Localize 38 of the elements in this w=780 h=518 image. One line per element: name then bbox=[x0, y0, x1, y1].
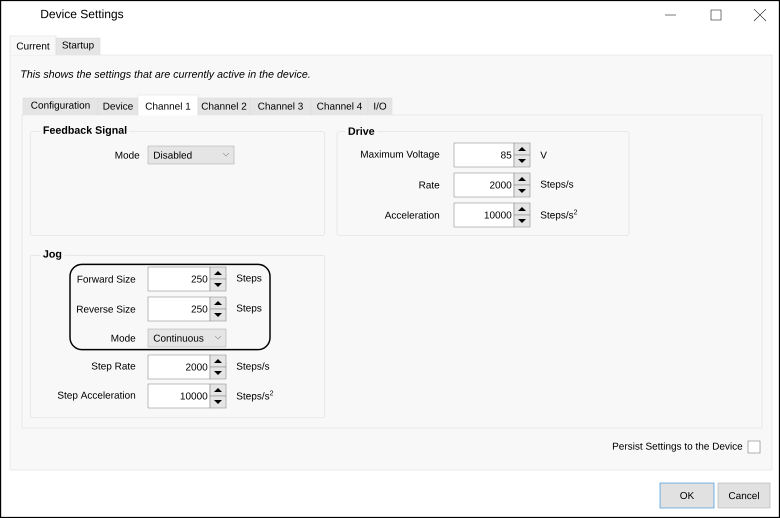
cancel-button: Cancel bbox=[718, 482, 770, 508]
field-label: Mode bbox=[112, 334, 136, 342]
field-label: Step Rate bbox=[92, 362, 136, 372]
field-label: Reverse Size bbox=[77, 305, 136, 313]
ok-button: OK bbox=[660, 482, 714, 508]
tab: Channel 2 bbox=[198, 98, 250, 116]
spin-box: 10000 bbox=[148, 384, 226, 408]
spin-box: 10000 bbox=[454, 202, 530, 228]
window-title: Device Settings bbox=[41, 9, 124, 21]
dropdown: Disabled bbox=[148, 146, 234, 164]
tab: Channel 1 bbox=[138, 94, 198, 116]
dropdown: Continuous bbox=[148, 328, 226, 348]
field-label: Forward Size bbox=[78, 275, 136, 283]
field-label: Rate bbox=[419, 182, 440, 188]
tab: Device bbox=[98, 98, 138, 116]
field-label: Acceleration bbox=[384, 211, 440, 219]
unit-label: V bbox=[540, 152, 547, 158]
unit-label: Steps/s$^{2}$ bbox=[540, 210, 578, 220]
field-label: Step Acceleration bbox=[58, 391, 136, 401]
tab: Configuration bbox=[22, 98, 98, 116]
unit-label: Steps/s$^{2}$ bbox=[236, 390, 274, 402]
tab: Current bbox=[10, 36, 56, 56]
unit-label: Steps bbox=[236, 304, 262, 314]
unit-label: Steps/s bbox=[236, 362, 270, 372]
spin-box: 85 bbox=[454, 142, 530, 168]
spin-box: 250 bbox=[148, 266, 226, 292]
unit-label: Steps/s bbox=[540, 180, 574, 190]
field-label: Maximum Voltage bbox=[361, 150, 440, 160]
tab: Startup bbox=[56, 38, 100, 56]
spin-box: 2000 bbox=[454, 172, 530, 198]
setting-label: Persist Settings to the Device bbox=[612, 442, 742, 452]
description: This shows the settings that are currently active in the device. bbox=[21, 70, 310, 80]
field-label: Mode bbox=[116, 151, 140, 159]
tab: I/O bbox=[368, 98, 392, 116]
tab: Channel 3 bbox=[250, 98, 312, 116]
unit-label: Steps bbox=[236, 274, 262, 284]
spin-box: 2000 bbox=[148, 354, 226, 380]
spin-box: 250 bbox=[148, 296, 226, 322]
